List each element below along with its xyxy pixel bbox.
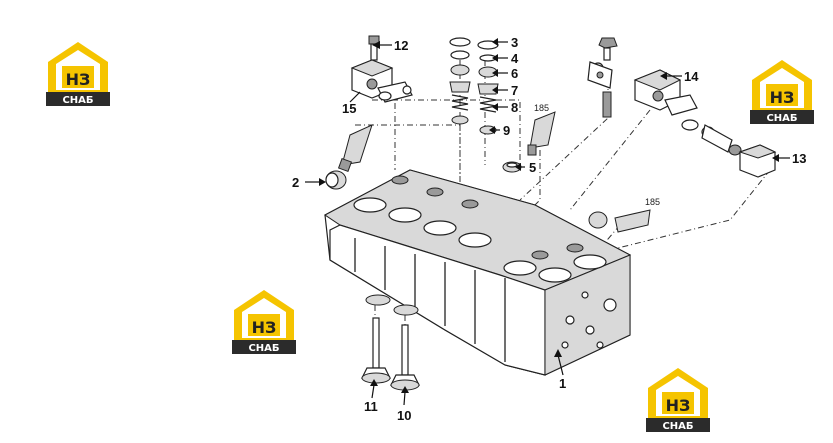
svg-text:НЗ: НЗ [252,318,277,337]
svg-text:НЗ: НЗ [66,70,91,89]
svg-text:СНАБ: СНАБ [62,95,93,106]
tool-185-left [337,124,373,173]
label-15: 15 [342,101,356,116]
valve-spring-stack-right [477,40,499,135]
nut-top-right [598,37,618,61]
label-5: 5 [529,160,536,175]
bolt-12 [368,35,380,61]
label-12: 12 [394,38,408,53]
watermark-logo-top-right: НЗ СНАБ [750,60,814,124]
watermark-logo-bottom-right: НЗ СНАБ [646,368,710,432]
label-2: 2 [292,175,299,190]
label-11: 11 [364,399,378,414]
tool-185-right [588,209,651,233]
watermark-logo-bottom-left: НЗ СНАБ [232,290,296,354]
watermark-logo-top-left: НЗ СНАБ [46,42,110,106]
label-14: 14 [684,69,699,84]
label-4: 4 [511,51,519,66]
rocker-bracket-15 [350,59,413,103]
label-13: 13 [792,151,806,166]
tool-185-top [527,111,556,156]
leader-lines [305,38,790,406]
valve-spring-stack-left [449,37,471,125]
label-185-top: 185 [534,103,549,113]
svg-text:СНАБ: СНАБ [662,421,693,432]
label-10: 10 [397,408,411,423]
label-9: 9 [503,123,510,138]
svg-text:СНАБ: СНАБ [248,343,279,354]
svg-text:СНАБ: СНАБ [766,113,797,124]
label-1: 1 [559,376,566,391]
rocker-bracket-13 [701,124,777,178]
valve-11 [361,294,391,384]
svg-text:НЗ: НЗ [666,396,691,415]
part-labels: 12 3 4 6 7 8 9 5 2 14 13 15 1 11 10 185 … [292,35,806,423]
rocker-bracket-14 [587,61,699,131]
label-7: 7 [511,83,518,98]
valve-10 [390,304,420,391]
cylinder-head [324,169,632,376]
plug-2 [325,170,347,190]
label-8: 8 [511,100,518,115]
svg-text:НЗ: НЗ [770,88,795,107]
label-3: 3 [511,35,518,50]
label-185-right: 185 [645,197,660,207]
label-6: 6 [511,66,518,81]
